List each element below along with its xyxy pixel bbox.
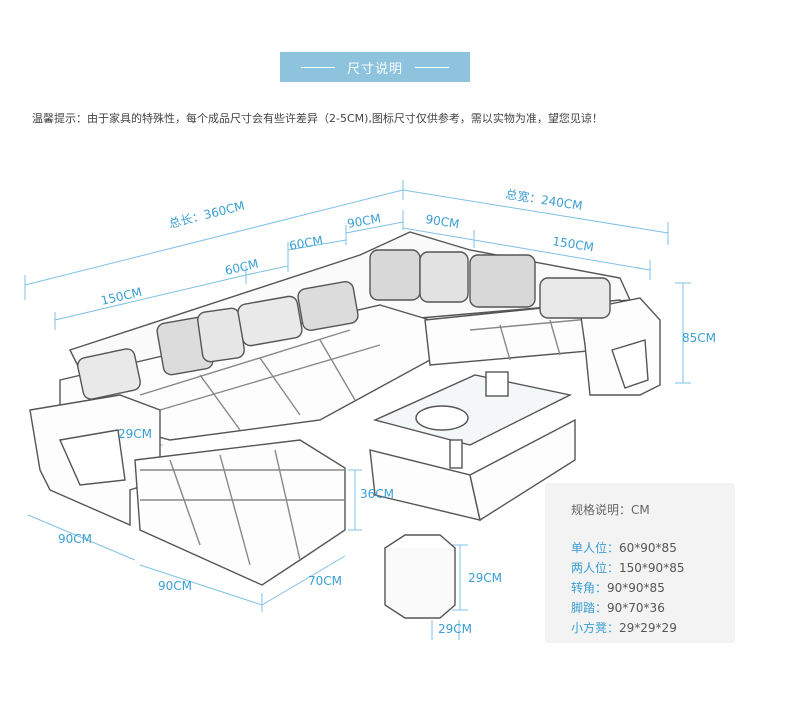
arm-29-label: 29CM [118,427,152,441]
width-70-label: 70CM [308,574,342,588]
height-85-label: 85CM [682,331,716,345]
spec-row-value: 90*90*85 [607,581,665,595]
stool-height-label: 29CM [468,571,502,585]
spec-row-label: 脚踏： [571,601,608,615]
section-header: 尺寸说明 [280,52,470,82]
seg-60b-label: 60CM [288,233,324,253]
spec-row-value: 150*90*85 [619,561,685,575]
spec-panel: 规格说明：CM 单人位：60*90*85 两人位：150*90*85 转角：90… [545,483,735,643]
seg-60a-label: 60CM [224,257,260,278]
notice-text: 温馨提示：由于家具的特殊性，每个成品尺寸会有些许差异（2-5CM),图标尺寸仅供… [32,112,603,125]
seg-90-top-label: 90CM [346,211,382,231]
depth-90-left-label: 90CM [58,532,92,546]
spec-row-value: 90*70*36 [607,601,665,615]
spec-row-footrest: 脚踏：90*70*36 [571,599,665,616]
spec-row-double: 两人位：150*90*85 [571,559,684,576]
total-length-label: 总长：360CM [167,199,246,231]
spec-row-value: 29*29*29 [619,621,677,635]
spec-row-label: 小方凳： [571,621,620,635]
spec-title: 规格说明：CM [571,503,650,517]
depth-90-bottom-label: 90CM [158,579,192,593]
sofa-sketch [29,231,661,619]
total-width-label: 总宽：240CM [505,186,584,213]
dimension-lines [24,180,691,640]
spec-row-label: 转角： [571,581,608,595]
spec-row-label: 单人位： [571,541,620,555]
header-right-line [415,66,449,68]
spec-row-corner: 转角：90*90*85 [571,579,665,596]
spec-row-single: 单人位：60*90*85 [571,539,677,556]
spec-row-label: 两人位： [571,561,620,575]
header-title: 尺寸说明 [346,61,403,77]
spec-row-value: 60*90*85 [619,541,677,555]
seg-90-right-label: 90CM [425,212,461,231]
seg-150-right-label: 150CM [552,234,595,254]
seat-36-label: 36CM [360,487,394,501]
spec-row-stool: 小方凳：29*29*29 [571,619,677,636]
stool-width-label: 29CM [438,622,472,636]
header-left-line [300,66,335,68]
